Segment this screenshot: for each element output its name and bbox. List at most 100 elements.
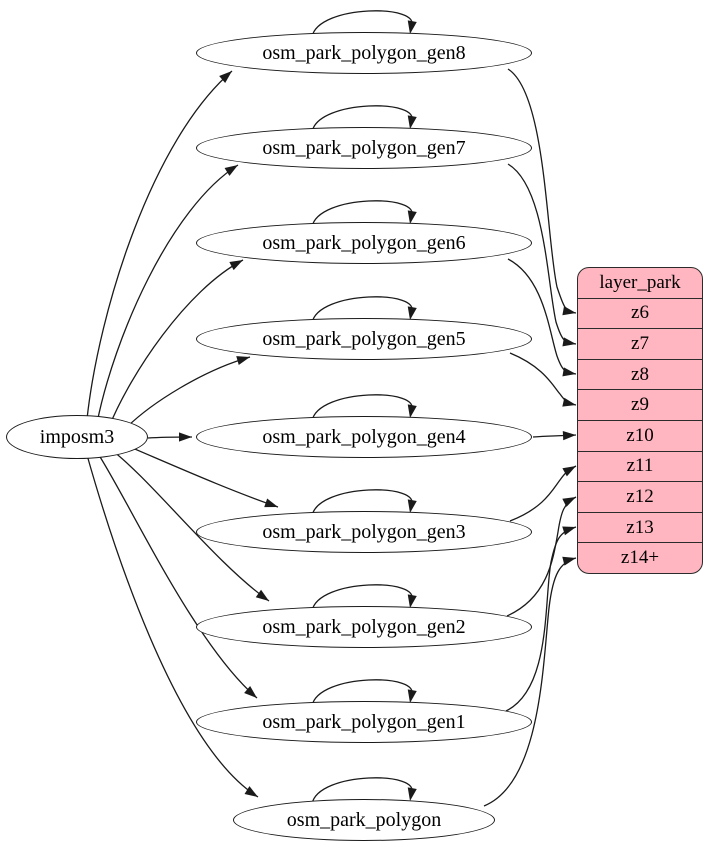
table-node-gen5-label: osm_park_polygon_gen5 [262,327,466,350]
arrowhead [229,260,243,271]
layer-row-z6: z6 [578,297,702,329]
arrowhead [562,306,576,316]
arrowhead [562,431,576,441]
edge-gen3-gen3 [311,489,417,517]
edge-path [96,164,239,424]
arrowhead [219,71,232,83]
edge-gen2-z12 [506,496,577,617]
layer-row-z10: z10 [578,419,702,451]
edge-imposm3-gen1 [96,451,258,699]
edge-imposm3-gen6 [108,259,244,428]
edge-gen1-z13 [505,526,577,712]
edge-path [507,163,577,345]
edge-imposm3-gen5 [122,356,251,432]
table-node-gen4-label: osm_park_polygon_gen4 [262,425,466,448]
edge-gen8-z6 [507,68,577,316]
layer-row-z13: z13 [578,511,702,543]
arrowhead [407,404,417,418]
edge-imposm3-gen8 [86,70,233,420]
arrowhead [407,306,417,320]
table-node-gen6: osm_park_polygon_gen6 [196,222,532,264]
arrowhead [407,787,417,801]
edge-path [311,296,413,324]
edge-gen5-z9 [509,352,577,407]
source-node-imposm3: imposm3 [6,415,148,459]
edge-path [311,394,413,422]
edge-path [505,526,577,712]
arrowhead [407,689,417,703]
arrowhead [407,115,417,129]
edge-gen6-gen6 [311,200,417,228]
layer-row-z11: z11 [578,450,702,482]
table-node-gen4: osm_park_polygon_gen4 [196,416,532,458]
edge-gen1-gen1 [311,679,417,707]
edge-base-base [311,777,417,805]
edge-path [311,489,413,517]
edge-path [311,200,413,228]
edge-gen4-z10 [532,431,577,441]
table-node-gen8-label: osm_park_polygon_gen8 [262,41,466,64]
table-node-gen1-label: osm_park_polygon_gen1 [262,710,466,733]
layer-park-title: layer_park [599,271,681,293]
layer-row-z9: z9 [578,389,702,420]
arrowhead [562,497,576,507]
edge-gen3-z11 [509,465,577,522]
edge-path [122,443,279,508]
arrowhead [264,498,278,508]
table-node-gen8: osm_park_polygon_gen8 [196,32,532,74]
arrowhead [562,526,576,536]
layer-row-z14+: z14+ [578,542,702,573]
edge-imposm3-gen7 [96,164,239,424]
layer-row-z7: z7 [578,328,702,359]
arrowhead [562,337,576,347]
arrowhead [244,786,258,797]
edge-path [122,356,251,432]
arrowhead [562,397,576,407]
arrowhead [255,589,269,601]
edge-path [108,447,270,602]
edge-gen5-gen5 [311,296,417,324]
edge-gen2-gen2 [311,584,417,612]
arrowhead [407,210,417,224]
edge-path [311,10,413,38]
edge-path [311,777,413,805]
edge-path [96,451,258,699]
layer-row-z12: z12 [578,481,702,512]
arrowhead [224,165,238,176]
table-node-base-label: osm_park_polygon [286,808,442,831]
table-node-gen1: osm_park_polygon_gen1 [196,701,532,743]
edge-path [86,454,259,798]
table-node-gen7: osm_park_polygon_gen7 [196,127,532,169]
edge-imposm3-gen2 [108,447,270,602]
edge-imposm3-gen4 [147,432,193,442]
edge-gen6-z8 [507,258,577,377]
arrowhead [179,432,192,442]
edge-imposm3-gen3 [122,443,279,508]
arrowhead [407,499,417,513]
arrowhead [562,556,576,566]
arrowhead [407,594,417,608]
edge-path [483,557,577,807]
arrowhead [236,356,250,365]
table-node-gen6-label: osm_park_polygon_gen6 [262,231,466,254]
table-node-gen3-label: osm_park_polygon_gen3 [262,520,466,543]
edge-base-z14+ [483,556,577,807]
edge-path [509,352,577,406]
edge-gen7-gen7 [311,105,417,133]
edge-imposm3-base [86,454,259,798]
edge-path [506,496,577,617]
edge-path [311,679,413,707]
table-node-gen7-label: osm_park_polygon_gen7 [262,136,466,159]
arrowhead [407,20,417,34]
table-node-base: osm_park_polygon [233,799,495,841]
table-node-gen3: osm_park_polygon_gen3 [196,511,532,553]
edge-gen8-gen8 [311,10,417,38]
edge-path [311,105,413,133]
edge-path [507,68,577,314]
table-node-gen2: osm_park_polygon_gen2 [196,606,532,648]
table-node-gen2-label: osm_park_polygon_gen2 [262,615,466,638]
edge-path [86,70,233,420]
